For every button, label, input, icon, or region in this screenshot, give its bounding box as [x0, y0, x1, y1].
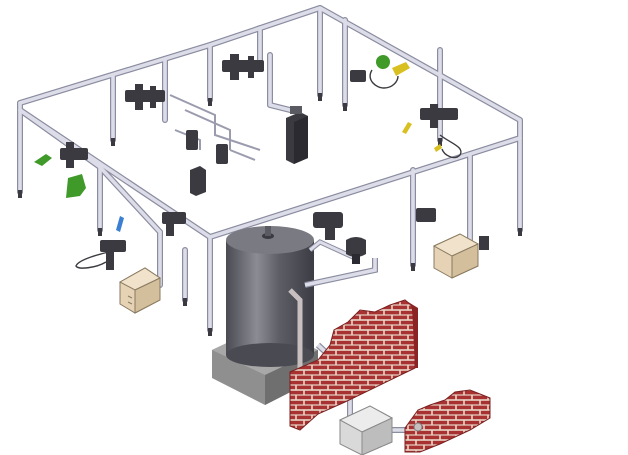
tank-outlet-piping — [304, 239, 378, 288]
compressor-box — [338, 405, 394, 455]
brick-wall — [289, 299, 418, 431]
yellow-tool-icon — [402, 122, 442, 152]
filter-regulator-lubricator-units — [60, 54, 458, 270]
frl-unit-2 — [222, 54, 264, 80]
frl-unit-4 — [162, 212, 186, 236]
air-hoses — [75, 69, 462, 269]
air-tools — [34, 55, 462, 269]
frl-unit-9 — [350, 70, 366, 82]
frl-unit-10 — [186, 130, 228, 164]
control-boxes — [118, 233, 489, 314]
control-units — [190, 106, 308, 196]
small-dark-unit — [190, 166, 206, 196]
drain-drops — [18, 93, 522, 336]
frl-unit-3 — [60, 142, 88, 168]
separator-filter — [346, 237, 366, 264]
frl-unit-8 — [416, 208, 436, 222]
frl-unit-7 — [313, 212, 343, 240]
tan-box-left — [118, 267, 162, 314]
green-tool-left-icon — [34, 154, 86, 198]
tall-dark-unit — [286, 106, 308, 164]
frl-unit-6 — [420, 104, 458, 128]
frl-unit-1 — [125, 84, 165, 110]
air-receiver-tank — [226, 226, 314, 370]
frl-unit-5 — [100, 240, 126, 270]
green-tool-right-icon — [376, 55, 410, 76]
brick-wall-small — [404, 389, 491, 453]
tan-box-right — [432, 233, 489, 279]
ring-main-piping — [17, 5, 523, 333]
blue-tool-icon — [116, 216, 124, 232]
manifold-outlets — [169, 94, 261, 161]
